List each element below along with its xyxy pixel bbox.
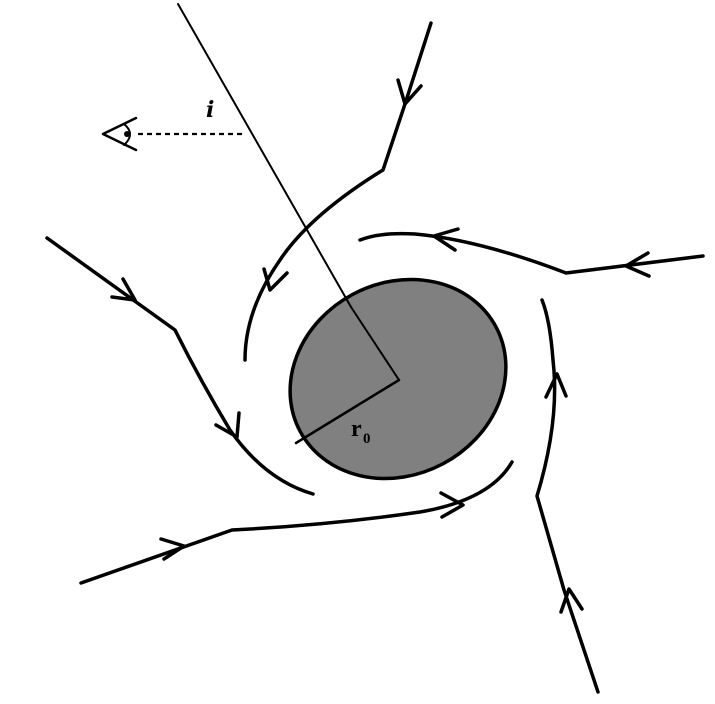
radius-label: r — [351, 416, 362, 442]
axis-inside-body — [350, 306, 400, 381]
rotation-axis-line — [177, 3, 352, 308]
accretion-stream-right — [358, 227, 705, 278]
accretion-stream-left — [45, 236, 315, 496]
accretion-stream-top — [243, 21, 433, 362]
accretion-stream-bottom — [79, 460, 514, 585]
eye-icon — [101, 116, 138, 152]
radius-line — [294, 378, 401, 445]
accretion-stream-bottom-right — [535, 298, 600, 694]
radius-subscript: 0 — [363, 431, 371, 447]
inclination-label: i — [206, 97, 214, 123]
